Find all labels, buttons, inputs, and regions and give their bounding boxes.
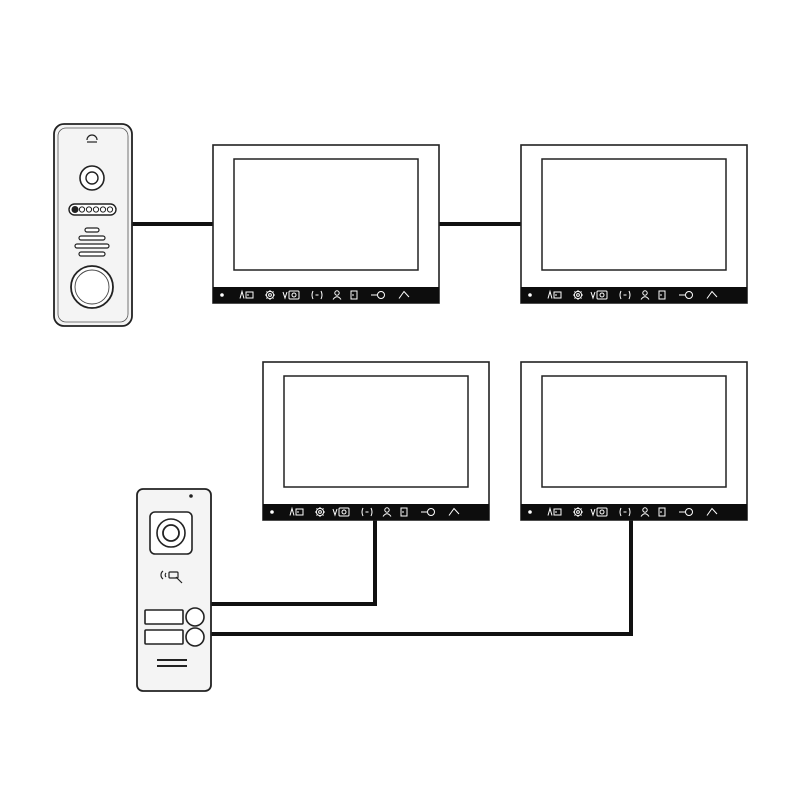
a-volume-icon [239,289,254,299]
settings-gear-icon [573,507,583,517]
call-button [70,265,114,309]
monitor-screen [233,158,419,271]
monitor-4 [520,361,748,521]
settings-gear-icon [573,290,583,300]
monitor-control-bar [521,287,747,303]
v-camera-icon [282,290,300,300]
user-icon [332,290,342,300]
speaker-grille-icon [157,659,187,667]
door-icon [658,290,666,300]
handset-icon [448,507,460,516]
power-led-icon [528,510,532,514]
user-icon [640,507,650,517]
key-unlock-icon [421,508,435,516]
key-unlock-icon [679,291,693,299]
v-camera-icon [332,507,350,517]
camera-icon [149,511,193,555]
monitor-control-bar [521,504,747,520]
intercom-icon [619,507,631,517]
monitor-control-bar [213,287,439,303]
status-led-icon [189,494,193,498]
v-camera-icon [590,507,608,517]
settings-gear-icon [265,290,275,300]
user-icon [382,507,392,517]
door-icon [658,507,666,517]
wire-panel2-monitor4 [211,519,633,636]
power-led-icon [528,293,532,297]
handset-icon [706,290,718,299]
monitor-control-bar [263,504,489,520]
v-camera-icon [590,290,608,300]
door-icon [350,290,358,300]
monitor-screen [541,158,727,271]
handset-icon [706,507,718,516]
a-volume-icon [547,506,562,516]
monitor-2 [520,144,748,304]
ir-led-strip-icon [68,203,117,216]
handset-icon [398,290,410,299]
door-panel-1 [53,123,133,327]
power-led-icon [270,510,274,514]
wires [130,222,633,636]
key-unlock-icon [679,508,693,516]
intercom-icon [619,290,631,300]
monitor-1 [212,144,440,304]
door-panel-2 [136,488,212,692]
monitor-screen [283,375,469,488]
key-unlock-icon [371,291,385,299]
door-icon [400,507,408,517]
monitor-screen [541,375,727,488]
camera-icon [79,165,105,191]
call-button-1 [144,607,205,627]
user-icon [640,290,650,300]
speaker-grille-icon [74,227,110,257]
intercom-icon [361,507,373,517]
power-led-icon [220,293,224,297]
rfid-card-icon [160,570,183,584]
door-panel-1-inner-frame [57,127,129,323]
monitors [212,144,748,521]
monitor-3 [262,361,490,521]
settings-gear-icon [315,507,325,517]
a-volume-icon [289,506,304,516]
intercom-icon [311,290,323,300]
wire-panel2-monitor3 [211,519,377,606]
call-button-2 [144,627,205,647]
top-indicator-icon [86,134,98,143]
a-volume-icon [547,289,562,299]
